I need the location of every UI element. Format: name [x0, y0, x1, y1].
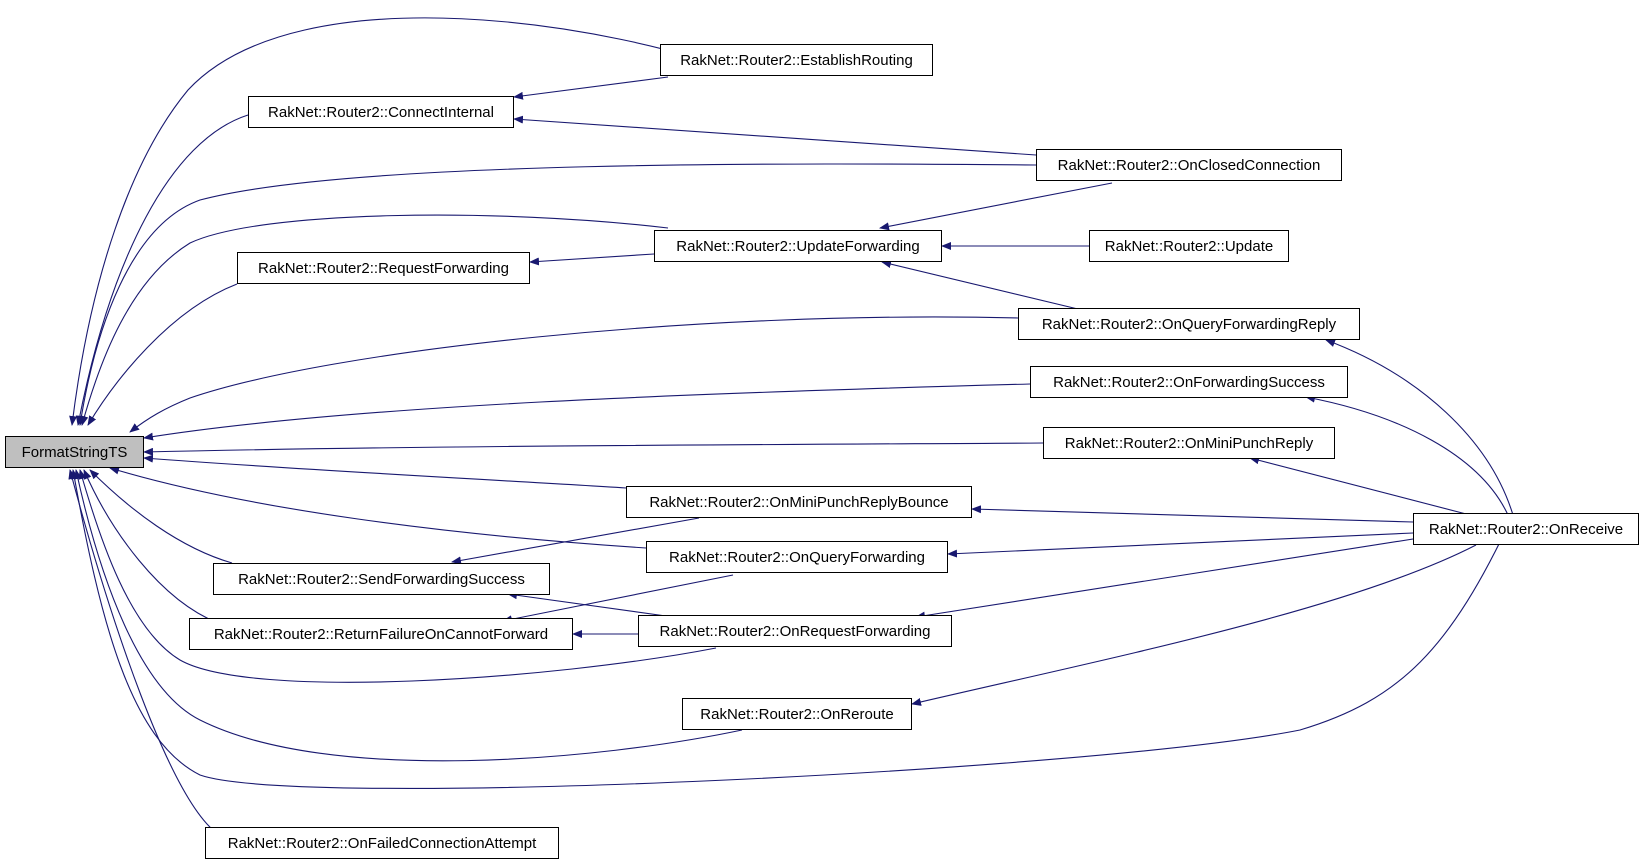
edge-orcv-omprb — [971, 505, 1414, 523]
node-on-reroute[interactable]: RakNet::Router2::OnReroute — [682, 698, 912, 730]
node-establish-routing[interactable]: RakNet::Router2::EstablishRouting — [660, 44, 933, 76]
node-send-forwarding-success[interactable]: RakNet::Router2::SendForwardingSuccess — [213, 563, 550, 595]
edge-ofca-fs — [68, 469, 219, 835]
edge-orcv-oqfr — [1325, 339, 1514, 516]
edge-uf-rf — [529, 253, 655, 266]
node-return-failure-on-cannot-forward[interactable]: RakNet::Router2::ReturnFailureOnCannotFo… — [189, 618, 573, 650]
edge-oqfr-uf — [881, 260, 1083, 311]
node-formatstringts[interactable]: FormatStringTS — [5, 436, 144, 468]
edge-ompr-fs — [143, 442, 1044, 456]
node-request-forwarding[interactable]: RakNet::Router2::RequestForwarding — [237, 252, 530, 284]
node-on-closed-connection[interactable]: RakNet::Router2::OnClosedConnection — [1036, 149, 1342, 181]
edge-occ-ci — [513, 115, 1037, 156]
edge-orcv-ompr — [1249, 456, 1471, 516]
node-update-forwarding[interactable]: RakNet::Router2::UpdateForwarding — [654, 230, 942, 262]
edge-orf-fs — [78, 469, 717, 683]
edge-rf-fs — [87, 283, 238, 426]
edge-uf-fs — [80, 214, 669, 426]
node-on-query-forwarding[interactable]: RakNet::Router2::OnQueryForwarding — [646, 541, 948, 573]
edge-oqf-rfocf — [502, 574, 734, 624]
node-on-mini-punch-reply[interactable]: RakNet::Router2::OnMiniPunchReply — [1043, 427, 1335, 459]
edge-orr-fs — [74, 469, 743, 762]
node-on-query-forwarding-reply[interactable]: RakNet::Router2::OnQueryForwardingReply — [1018, 308, 1360, 340]
node-on-request-forwarding[interactable]: RakNet::Router2::OnRequestForwarding — [638, 615, 952, 647]
edge-occ-uf — [879, 182, 1113, 231]
edge-orf-sfs — [507, 591, 681, 619]
node-on-failed-connection-attempt[interactable]: RakNet::Router2::OnFailedConnectionAttem… — [205, 827, 559, 859]
edge-orcv-orr — [911, 544, 1477, 706]
node-connect-internal[interactable]: RakNet::Router2::ConnectInternal — [248, 96, 514, 128]
edge-occ-fs — [77, 163, 1037, 426]
edge-rfocf-fs — [83, 469, 219, 624]
edge-oqf-fs — [109, 466, 647, 549]
edge-omprb-fs — [143, 454, 627, 489]
edge-sfs-fs — [89, 469, 233, 564]
edge-omprb-sfs — [451, 517, 700, 565]
edge-orcv-ofs — [1305, 394, 1509, 516]
edge-orcv-orf — [915, 538, 1414, 620]
edge-orcv-fs — [70, 469, 1514, 789]
edge-orcv-oqf — [947, 532, 1414, 558]
node-on-receive[interactable]: RakNet::Router2::OnReceive — [1413, 513, 1639, 545]
node-update[interactable]: RakNet::Router2::Update — [1089, 230, 1289, 262]
edge-est-fs — [69, 17, 746, 426]
node-on-mini-punch-reply-bounce[interactable]: RakNet::Router2::OnMiniPunchReplyBounce — [626, 486, 972, 518]
node-on-forwarding-success[interactable]: RakNet::Router2::OnForwardingSuccess — [1030, 366, 1348, 398]
edge-ci-fs — [75, 114, 249, 426]
edge-oqfr-fs — [129, 316, 1019, 433]
edge-est-ci — [513, 76, 669, 100]
edge-ofs-fs — [143, 383, 1031, 441]
